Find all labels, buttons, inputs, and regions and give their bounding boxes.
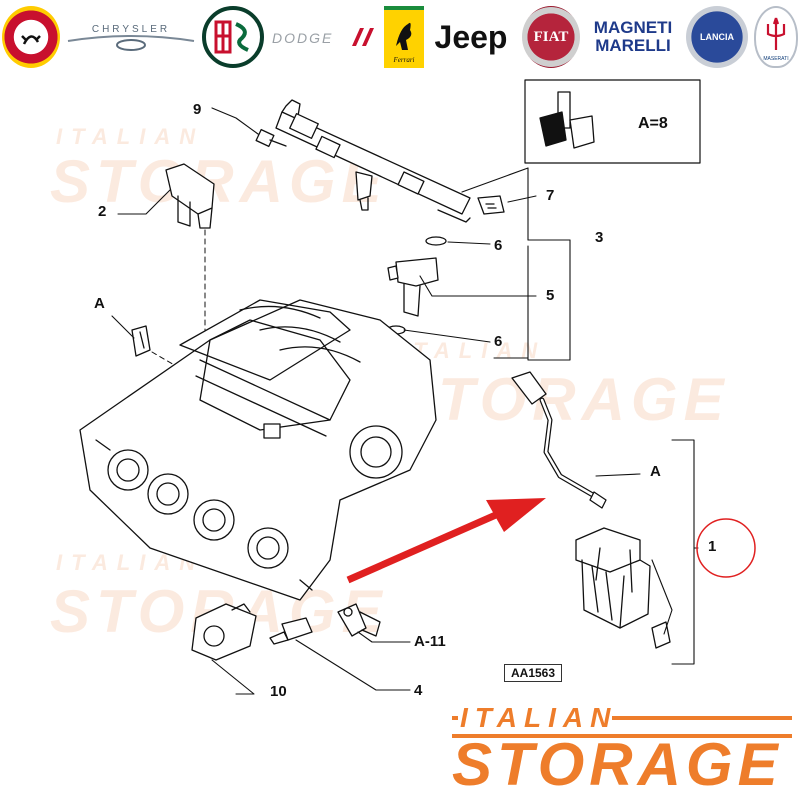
watermark-small: ITALIAN bbox=[398, 338, 547, 363]
callout-7: 7 bbox=[546, 187, 555, 204]
clip-part bbox=[131, 325, 151, 357]
legend-label: A=8 bbox=[638, 115, 668, 132]
seal-ring-part bbox=[425, 236, 447, 246]
jeep-logo: Jeep bbox=[428, 6, 514, 68]
callout-a: A bbox=[650, 463, 661, 480]
italian-storage-logo: ITALIAN STORAGE bbox=[452, 700, 792, 798]
logo-rule bbox=[612, 716, 792, 720]
ferrari-logo: Ferrari bbox=[384, 6, 424, 68]
callout-9: 9 bbox=[193, 101, 202, 118]
callout-5: 5 bbox=[546, 287, 555, 304]
callout-a: A bbox=[94, 295, 105, 312]
chrysler-wings-icon: CHRYSLER bbox=[67, 24, 195, 51]
chrysler-logo: CHRYSLER bbox=[64, 6, 198, 68]
watermark-big: STORAGE bbox=[392, 366, 730, 433]
logo-line1: ITALIAN bbox=[460, 702, 618, 733]
vapour-hose-part bbox=[511, 371, 607, 509]
dodge-logo: DODGE bbox=[268, 6, 376, 68]
fiat-logo: FIAT bbox=[522, 6, 580, 68]
callout-a-11: A-11 bbox=[414, 633, 446, 650]
diagram-reference-code: AA1563 bbox=[504, 664, 563, 682]
magneti-marelli-logo: MAGNETI MARELLI bbox=[586, 6, 680, 68]
alfa-biscione-icon bbox=[214, 20, 249, 54]
dodge-text: DODGE bbox=[272, 30, 333, 46]
bolt-part bbox=[255, 128, 287, 148]
fuel-injector-part bbox=[387, 257, 439, 317]
callout-10: 10 bbox=[270, 683, 287, 700]
trident-icon: MASERATI bbox=[763, 17, 789, 62]
chrysler-text: CHRYSLER bbox=[92, 24, 170, 35]
callout-2: 2 bbox=[98, 203, 107, 220]
canister-assembly-part bbox=[575, 527, 671, 649]
watermark-big: STORAGE bbox=[50, 148, 388, 215]
logo-rule bbox=[452, 734, 792, 738]
callout-6: 6 bbox=[494, 237, 503, 254]
callout-3: 3 bbox=[595, 229, 604, 246]
connector-part bbox=[477, 195, 505, 215]
callout-6: 6 bbox=[494, 333, 503, 350]
abarth-logo bbox=[2, 6, 60, 68]
maserati-text: MASERATI bbox=[763, 56, 788, 62]
plug-connector-part bbox=[337, 603, 381, 637]
alfa-romeo-logo bbox=[202, 6, 264, 68]
fiat-text: FIAT bbox=[533, 28, 569, 45]
highlight-circle bbox=[696, 518, 756, 578]
fuel-rail-part bbox=[275, 99, 471, 223]
watermark-small: ITALIAN bbox=[56, 550, 205, 575]
logo-line2: STORAGE bbox=[452, 731, 783, 798]
jeep-text: Jeep bbox=[434, 18, 508, 55]
logo-rule bbox=[452, 716, 458, 720]
magneti-marelli-text: MAGNETI MARELLI bbox=[593, 18, 673, 55]
prancing-horse-icon: Ferrari bbox=[393, 22, 415, 64]
maserati-logo: MASERATI bbox=[754, 6, 798, 68]
callout-4: 4 bbox=[414, 682, 423, 699]
pressure-sensor-part bbox=[165, 163, 215, 229]
callout-1: 1 bbox=[708, 538, 717, 555]
intake-manifold-part bbox=[79, 299, 437, 601]
dodge-wordmark-icon: DODGE bbox=[272, 28, 374, 46]
watermark-small: ITALIAN bbox=[56, 124, 205, 149]
red-pointer-arrow bbox=[346, 498, 546, 584]
throttle-actuator-part bbox=[191, 603, 257, 661]
lancia-logo: LANCIA bbox=[686, 6, 748, 68]
ferrari-text: Ferrari bbox=[393, 56, 415, 64]
brand-logo-bar: CHRYSLER DODGE Ferrari Jeep FIAT MAGNETI… bbox=[0, 0, 800, 76]
lancia-text: LANCIA bbox=[700, 32, 734, 42]
legend-pictogram bbox=[539, 91, 595, 149]
temperature-sensor-part bbox=[269, 617, 313, 645]
legend-box bbox=[524, 79, 701, 164]
scorpion-icon bbox=[21, 35, 41, 45]
